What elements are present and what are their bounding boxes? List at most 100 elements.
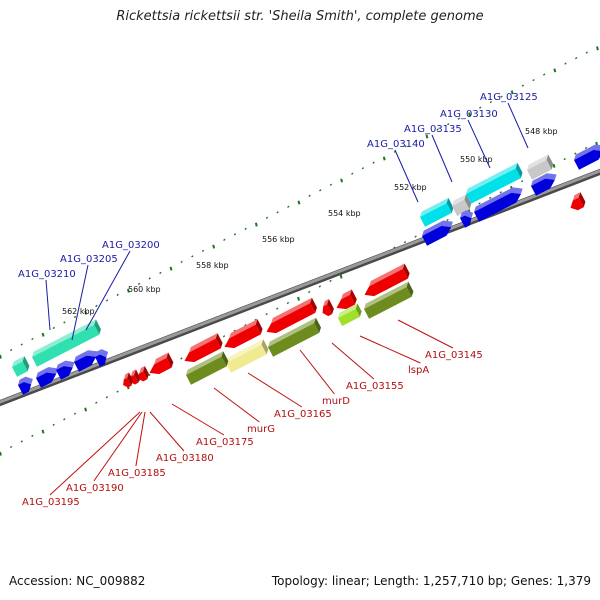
label-leader-line	[467, 119, 491, 169]
gene-face-front	[95, 354, 107, 367]
track-tick	[265, 312, 268, 316]
track-tick	[223, 238, 226, 242]
gene-face-side	[127, 372, 134, 386]
gene-block-teal-large[interactable]	[30, 319, 103, 367]
gene-face-top	[474, 187, 523, 212]
gene-label-top[interactable]: A1G_03135	[404, 124, 462, 135]
gene-block-cyan-1[interactable]	[418, 197, 455, 227]
gene-face-side	[94, 319, 101, 335]
gene-face-top	[18, 376, 33, 385]
gene-label-bottom[interactable]: A1G_03175	[196, 437, 254, 448]
track-tick	[532, 78, 535, 82]
gene-block-cyan-2[interactable]	[464, 162, 524, 204]
track-tick	[585, 51, 589, 54]
gene-label-top[interactable]: A1G_03130	[440, 109, 498, 120]
track-tick	[9, 348, 13, 352]
track-tick	[95, 401, 98, 404]
gene-block-olive-3[interactable]	[184, 351, 230, 385]
bottom-gene-labels: A1G_03145 lspA A1G_03155 murD A1G_03165 murG A…	[22, 319, 483, 508]
gene-arrow-red-right[interactable]	[566, 192, 587, 213]
gene-label-top[interactable]: A1G_03140	[367, 139, 425, 150]
track-tick	[116, 390, 119, 393]
track-tick	[254, 222, 258, 227]
gene-arrow-red-8[interactable]	[134, 365, 151, 383]
gene-label-bottom[interactable]: A1G_03145	[425, 350, 483, 361]
gene-block-olive-1[interactable]	[362, 281, 415, 319]
kbp-label: 550 kbp	[460, 155, 493, 164]
gene-label-bottom[interactable]: murD	[322, 396, 350, 407]
track-tick	[318, 285, 322, 288]
gene-arrow-red-7[interactable]	[145, 352, 175, 378]
kbp-label: 556 kbp	[262, 235, 295, 244]
gene-arrow-red-4[interactable]	[262, 297, 319, 337]
gene-face-front	[336, 294, 356, 310]
gene-arrow-red-3[interactable]	[318, 298, 336, 318]
gene-block-teal-small[interactable]	[10, 356, 31, 377]
gene-face-side	[143, 365, 149, 380]
gene-face-top	[12, 356, 25, 367]
label-leader-line	[149, 411, 185, 452]
gene-face-front	[422, 225, 452, 246]
gene-face-top	[36, 367, 59, 378]
gene-face-side	[327, 298, 334, 315]
track-tick	[191, 255, 194, 258]
gene-block-yellow[interactable]	[224, 339, 270, 373]
track-tick	[297, 200, 301, 205]
gene-arrow-blue-1[interactable]	[420, 217, 457, 246]
gene-block-gray-2[interactable]	[525, 154, 555, 180]
gene-face-top	[460, 210, 474, 219]
track-tick	[468, 112, 471, 117]
gene-arrow-blue-5[interactable]	[16, 374, 37, 395]
gene-face-front	[266, 303, 316, 334]
gene-arrow-red-5[interactable]	[220, 319, 264, 352]
gene-label-top[interactable]: A1G_03200	[102, 240, 160, 251]
gene-block-lime[interactable]	[336, 303, 363, 326]
gene-arrow-blue-top-right[interactable]	[572, 141, 600, 170]
gene-arrow-red-10[interactable]	[119, 372, 135, 389]
gene-label-bottom[interactable]: A1G_03195	[22, 497, 80, 508]
gene-face-front	[226, 344, 267, 373]
gene-label-bottom[interactable]: A1G_03190	[66, 483, 124, 494]
gene-arrow-blue-7[interactable]	[54, 357, 79, 380]
gene-arrow-red-1[interactable]	[360, 263, 411, 300]
track-tick	[564, 62, 567, 65]
gene-arrow-blue-2[interactable]	[458, 208, 477, 228]
gene-face-front	[149, 357, 172, 375]
gene-arrow-blue-3[interactable]	[472, 184, 527, 222]
track-tick	[596, 46, 599, 51]
gene-label-top[interactable]: A1G_03205	[60, 254, 118, 265]
gene-block-olive-2[interactable]	[266, 317, 323, 357]
gene-face-top	[338, 303, 358, 318]
gene-label-bottom[interactable]: A1G_03155	[346, 381, 404, 392]
gene-arrow-red-2[interactable]	[332, 289, 358, 312]
gene-label-bottom[interactable]: A1G_03165	[274, 409, 332, 420]
gene-label-top[interactable]: A1G_03125	[480, 92, 538, 103]
track-tick	[116, 293, 119, 297]
track-tick	[31, 337, 34, 341]
track-tick	[212, 244, 216, 249]
gene-label-bottom[interactable]: lspA	[408, 365, 429, 376]
track-tick	[382, 156, 386, 161]
label-leader-line	[299, 349, 335, 395]
gene-label-bottom[interactable]: murG	[247, 424, 275, 435]
track-tick	[52, 423, 55, 427]
label-leader-line	[507, 102, 529, 149]
gene-label-bottom[interactable]: A1G_03185	[108, 468, 166, 479]
track-tick	[20, 440, 23, 443]
gene-arrow-blue-8[interactable]	[72, 347, 102, 372]
gene-block-gray-1[interactable]	[450, 194, 473, 216]
label-leader-line	[171, 403, 225, 436]
gene-label-top[interactable]: A1G_03210	[18, 269, 76, 280]
gene-face-side	[546, 154, 554, 170]
gene-arrow-red-6[interactable]	[180, 333, 224, 366]
gene-arrow-blue-4[interactable]	[529, 170, 561, 196]
gene-face-top	[32, 319, 96, 357]
gene-face-front	[268, 323, 320, 357]
gene-face-top	[574, 144, 600, 160]
gene-arrow-blue-9[interactable]	[93, 347, 112, 367]
gene-label-bottom[interactable]: A1G_03180	[156, 453, 214, 464]
track-tick	[95, 304, 98, 308]
track-tick	[520, 180, 524, 183]
gene-face-front	[420, 203, 452, 227]
gene-arrow-blue-6[interactable]	[34, 363, 62, 388]
